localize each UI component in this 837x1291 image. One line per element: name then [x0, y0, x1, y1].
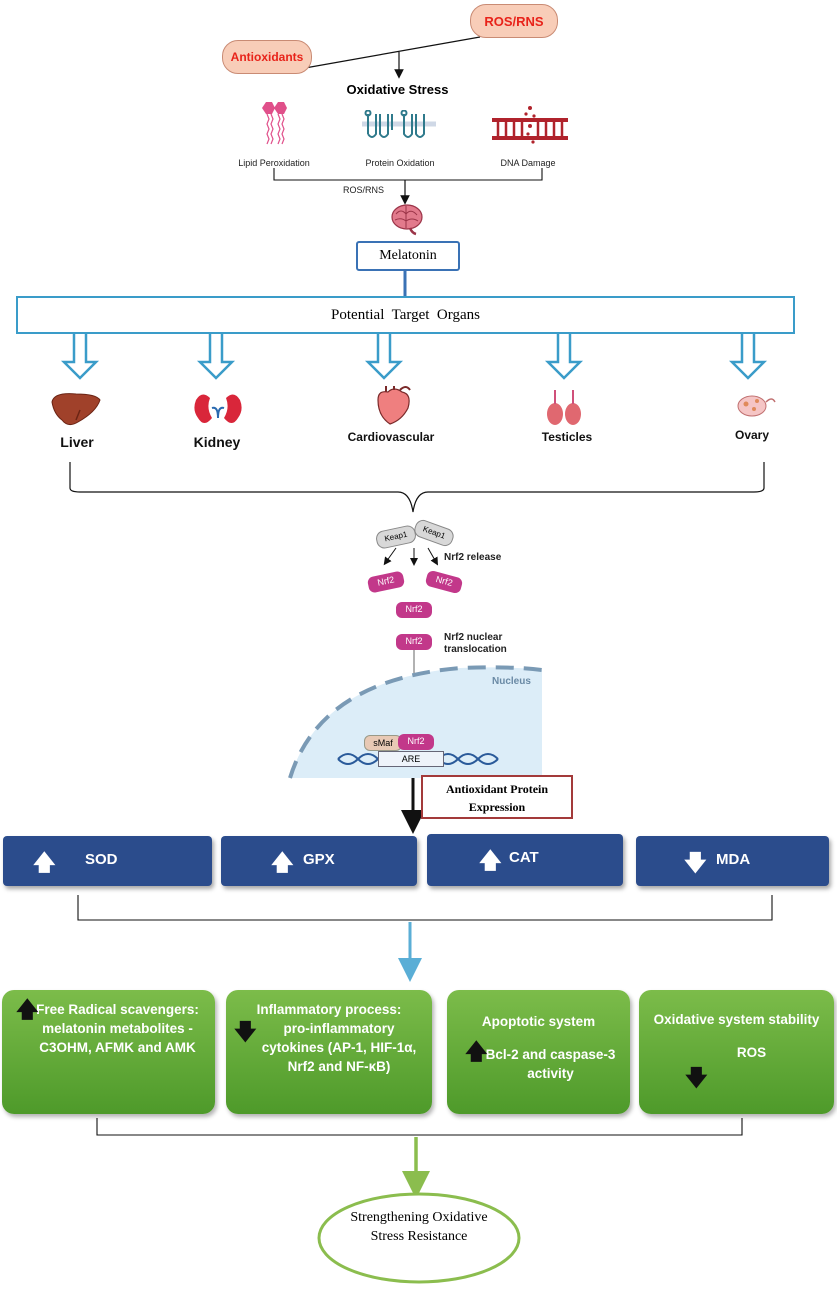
- oxidative-stability-text: ROS: [736, 1045, 767, 1060]
- gpx-box: 🡅 GPX: [221, 836, 417, 886]
- cardiovascular-icon: [377, 386, 411, 425]
- smaf-pill: sMaf: [364, 735, 402, 751]
- free-radical-text: Free Radical scavengers: melatonin metab…: [36, 1002, 199, 1055]
- ros-rns-small-label: ROS/RNS: [342, 185, 384, 195]
- inflammatory-text: pro-inflammatory cytokines (AP-1, HIF-1α…: [261, 1021, 417, 1074]
- down-arrow-icon: 🡇: [684, 850, 707, 875]
- nucleus-shape: [288, 665, 543, 779]
- antioxidant-expression-box: Antioxidant Protein Expression: [421, 775, 573, 819]
- apoptotic-box: Apoptotic system 🡅 Bcl-2 and caspase-3 a…: [447, 990, 630, 1114]
- result-label: Strengthening Oxidative Stress Resistanc…: [350, 1210, 488, 1244]
- nuclear-translocation-label: Nrf2 nuclear translocation: [444, 632, 507, 655]
- up-arrow-icon: 🡅: [271, 850, 294, 875]
- target-organs-box: Potential Target Organs: [16, 296, 795, 334]
- ovary-icon: [737, 395, 776, 417]
- inflammatory-box: Inflammatory process: 🡇 pro-inflammatory…: [226, 990, 432, 1114]
- sod-box: 🡅 SOD: [3, 836, 212, 886]
- dna-damage-label: DNA Damage: [500, 158, 556, 168]
- ros-rns-pill: ROS/RNS: [470, 4, 558, 38]
- oxidative-stability-title: Oxidative system stability: [653, 1012, 820, 1027]
- up-arrow-icon: 🡅: [479, 848, 502, 873]
- kidney-icon: [194, 394, 242, 423]
- result-ellipse: [317, 1192, 521, 1284]
- lipid-peroxidation-label: Lipid Peroxidation: [238, 158, 310, 168]
- apoptotic-title: Apoptotic system: [481, 1014, 596, 1029]
- gpx-label: GPX: [303, 851, 335, 868]
- liver-label: Liver: [60, 434, 94, 450]
- up-arrow-icon: 🡅: [465, 1039, 488, 1064]
- dna-damage-icon: [492, 106, 568, 144]
- free-radical-box: 🡅 Free Radical scavengers: melatonin met…: [2, 990, 215, 1114]
- nrf2-release-label: Nrf2 release: [444, 552, 502, 563]
- down-arrow-icon: 🡇: [685, 1065, 708, 1090]
- sod-label: SOD: [85, 851, 118, 868]
- up-arrow-icon: 🡅: [16, 997, 39, 1022]
- nrf2-pill-middle: Nrf2: [396, 602, 432, 618]
- are-box: ARE: [378, 751, 444, 767]
- mda-label: MDA: [716, 851, 751, 868]
- down-arrow-icon: 🡇: [234, 1019, 257, 1044]
- liver-icon: [51, 393, 101, 426]
- cat-box: 🡅 CAT: [427, 834, 623, 886]
- lipid-peroxidation-icon: [262, 102, 287, 145]
- oxidative-stress-label: Oxidative Stress: [346, 82, 449, 97]
- brain-icon: [391, 204, 423, 236]
- ovary-label: Ovary: [734, 428, 770, 442]
- testicles-label: Testicles: [541, 430, 593, 444]
- apoptotic-text: Bcl-2 and caspase-3 activity: [485, 1047, 616, 1081]
- up-arrow-icon: 🡅: [33, 850, 56, 875]
- cat-label: CAT: [509, 849, 539, 866]
- nucleus-label: Nucleus: [492, 676, 531, 687]
- nrf2-pill-lower: Nrf2: [396, 634, 432, 650]
- organ-arrows: [60, 334, 768, 380]
- protein-oxidation-label: Protein Oxidation: [365, 158, 435, 168]
- melatonin-box: Melatonin: [356, 241, 460, 271]
- kidney-label: Kidney: [193, 434, 241, 450]
- testicles-icon: [547, 390, 581, 425]
- protein-oxidation-icon: [362, 110, 436, 138]
- inflammatory-title: Inflammatory process:: [256, 1002, 402, 1017]
- nrf2-bound-pill: Nrf2: [398, 734, 434, 750]
- mda-box: 🡇 MDA: [636, 836, 829, 886]
- cardiovascular-label: Cardiovascular: [347, 430, 435, 444]
- antioxidants-pill: Antioxidants: [222, 40, 312, 74]
- oxidative-stability-box: Oxidative system stability 🡇 ROS: [639, 990, 834, 1114]
